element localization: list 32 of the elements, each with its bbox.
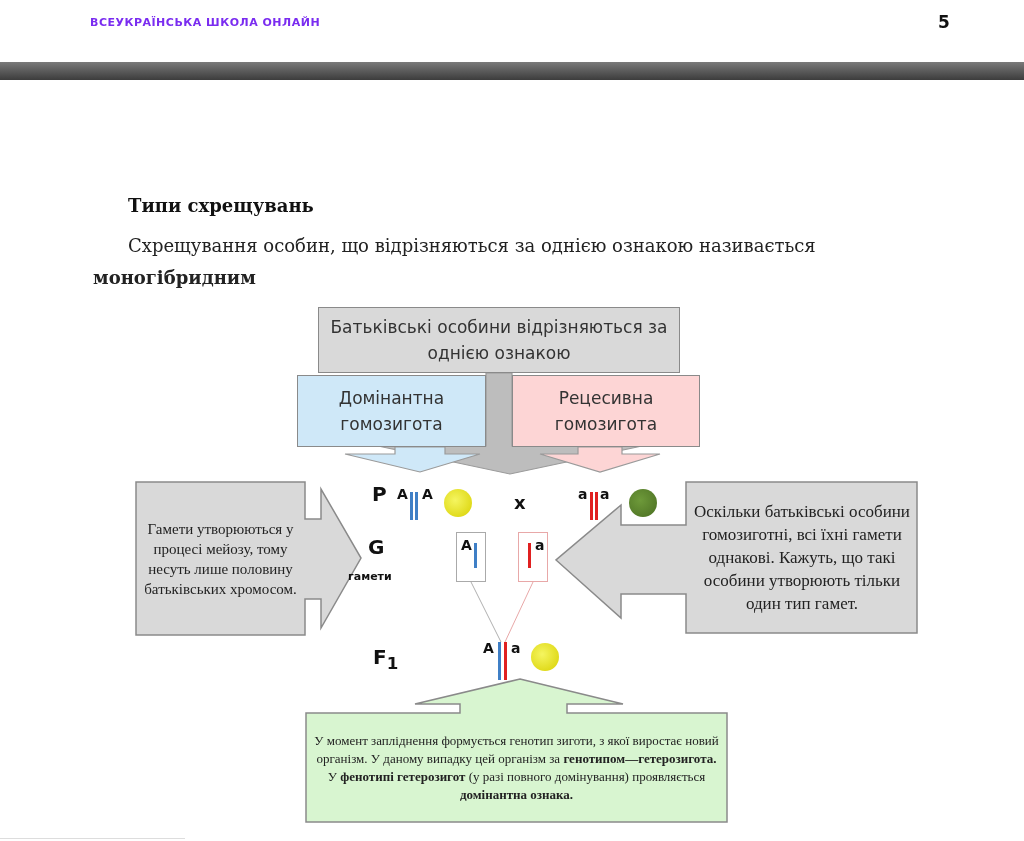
callout-text: Оскільки батьківські особини гомозиготні, всі їхні гамети однакові. Кажуть, що такі особини утворюють тільки один тип гамет. bbox=[693, 501, 911, 615]
allele-letter: a bbox=[600, 486, 610, 502]
generation-label: P bbox=[372, 482, 387, 506]
block-arrow bbox=[539, 446, 661, 473]
allele-letter: A bbox=[461, 537, 472, 553]
page-number: 5 bbox=[938, 12, 950, 32]
allele-letter: a bbox=[535, 537, 545, 553]
allele-letter: A bbox=[483, 640, 494, 656]
callout-arrow bbox=[555, 481, 918, 634]
gamete-box bbox=[456, 532, 486, 582]
connector-line bbox=[470, 581, 502, 643]
connector-line bbox=[504, 581, 534, 643]
header-text: ВСЕУКРАЇНСЬКА ШКОЛА ОНЛАЙН bbox=[90, 16, 321, 29]
block-arrow bbox=[344, 446, 481, 473]
generation-label: G bbox=[368, 535, 385, 559]
info-box: Рецесивна гомозигота bbox=[512, 375, 700, 447]
callout-text: У момент запліднення формується генотип зиготи, з якої виростає новий організм. У даному випадку цей організм за генотипом—гетерозигота. У фенотипі гетерозигот (у разі повного домінування) проявляється домінантна ознака. bbox=[313, 732, 720, 804]
gametes-label: гамети bbox=[348, 570, 392, 583]
heading-box: Батьківські особини відрізняються за однією ознакою bbox=[318, 307, 680, 373]
cross-sign: x bbox=[514, 492, 526, 513]
allele-letter: a bbox=[511, 640, 521, 656]
allele-letter: a bbox=[578, 486, 588, 502]
callout-arrow bbox=[305, 678, 728, 823]
gamete-box bbox=[518, 532, 548, 582]
allele-letter: A bbox=[397, 486, 408, 502]
allele-letter: A bbox=[422, 486, 433, 502]
callout-text: Гамети утворюються у процесі мейозу, тому несуть лише половину батьківських хромосом. bbox=[143, 519, 298, 599]
paragraph: Схрещування особин, що відрізняються за однією ознакою називається моногібридним bbox=[93, 234, 817, 290]
generation-label: F$_{1}$ bbox=[373, 645, 399, 673]
info-box: Домінантна гомозигота bbox=[297, 375, 486, 447]
chromosome-pair bbox=[483, 640, 523, 680]
section-title: Типи схрещувань bbox=[128, 195, 314, 216]
